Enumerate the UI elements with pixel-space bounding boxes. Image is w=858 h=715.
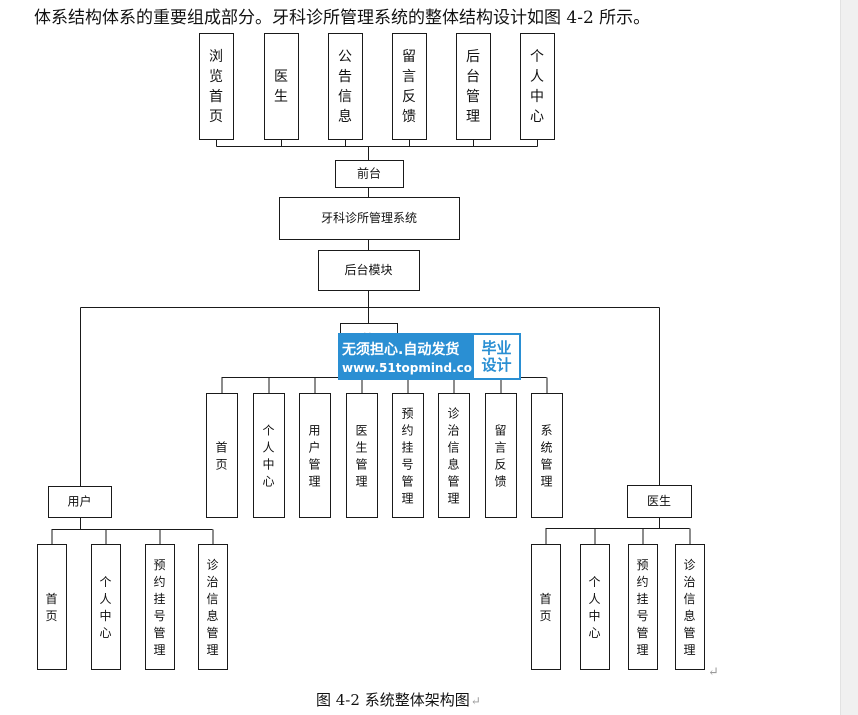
doctor-module-box xyxy=(580,544,610,670)
admin-module-box xyxy=(206,393,238,518)
doctor-module-label: 预约挂号管理 xyxy=(636,558,648,657)
user-box xyxy=(48,486,112,518)
admin-module-label: 医生管理 xyxy=(355,424,367,489)
front-label: 前台 xyxy=(357,166,381,181)
front-module-label: 留言反馈 xyxy=(402,49,416,125)
admin-module-box xyxy=(346,393,378,518)
admin-module-label: 系统管理 xyxy=(540,424,552,489)
user-module-box xyxy=(91,544,121,670)
watermark-text: 无须担心.自动发货 www.51topmind.com xyxy=(338,333,485,380)
doctor-module-box xyxy=(628,544,658,670)
admin-module-box xyxy=(392,393,424,518)
scrollbar-track[interactable] xyxy=(840,0,858,715)
front-module-box xyxy=(199,33,234,140)
front-module-box xyxy=(264,33,299,140)
doctor-label: 医生 xyxy=(647,494,671,508)
doctor-module-label: 个人中心 xyxy=(588,575,600,640)
admin-module-box xyxy=(253,393,285,518)
paragraph-mark: ↵ xyxy=(708,665,719,680)
admin-module-label: 预约挂号管理 xyxy=(401,407,413,506)
doctor-module-box xyxy=(675,544,705,670)
figure-caption-text: 图 4-2 系统整体架构图 xyxy=(316,691,470,709)
user-module-label: 诊治信息管理 xyxy=(206,558,218,657)
admin-module-box xyxy=(299,393,331,518)
watermark-badge: 毕业 设计 xyxy=(472,333,521,380)
watermark-url: www.51topmind.com xyxy=(342,360,485,375)
front-module-box xyxy=(328,33,363,140)
front-module-box xyxy=(392,33,427,140)
admin-module-label: 个人中心 xyxy=(262,424,274,489)
front-module-label: 个人中心 xyxy=(530,49,544,125)
system-label: 牙科诊所管理系统 xyxy=(321,210,417,225)
admin-module-label: 诊治信息管理 xyxy=(447,407,459,506)
system-box xyxy=(279,197,460,240)
backend-box xyxy=(318,250,420,291)
watermark-badge-top: 毕业 xyxy=(481,338,512,357)
admin-module-box xyxy=(531,393,563,518)
doctor-box xyxy=(627,485,692,518)
admin-module-box xyxy=(438,393,470,518)
doctor-module-label: 诊治信息管理 xyxy=(683,558,695,657)
doctor-module-label: 首页 xyxy=(539,592,551,623)
admin-module-label: 留言反馈 xyxy=(494,424,506,489)
user-module-box xyxy=(37,544,67,670)
user-module-label: 预约挂号管理 xyxy=(153,558,165,657)
watermark-badge-bottom: 设计 xyxy=(481,355,512,374)
watermark-slogan: 无须担心.自动发货 xyxy=(342,341,460,358)
watermark: 无须担心.自动发货 www.51topmind.com 毕业 设计 xyxy=(338,333,521,380)
backend-label: 后台模块 xyxy=(344,262,392,277)
intro-paragraph: 体系结构体系的重要组成部分。牙科诊所管理系统的整体结构设计如图 4-2 所示。 xyxy=(34,8,651,28)
user-module-label: 首页 xyxy=(45,592,57,623)
paragraph-mark: ↵ xyxy=(470,694,481,708)
user-module-box xyxy=(198,544,228,670)
user-module-label: 个人中心 xyxy=(99,575,111,640)
user-module-box xyxy=(145,544,175,670)
front-module-label: 医生 xyxy=(274,69,288,105)
figure-caption: 图 4-2 系统整体架构图↵ xyxy=(316,689,481,710)
admin-module-label: 首页 xyxy=(215,441,227,472)
user-label: 用户 xyxy=(67,494,91,509)
front-module-label: 公告信息 xyxy=(338,49,352,125)
doctor-module-box xyxy=(531,544,561,670)
front-module-label: 后台管理 xyxy=(466,49,480,125)
admin-module-box xyxy=(485,393,517,518)
admin-module-label: 用户管理 xyxy=(308,424,320,489)
front-box xyxy=(335,160,404,188)
front-module-box xyxy=(520,33,555,140)
front-module-label: 浏览首页 xyxy=(209,49,223,125)
